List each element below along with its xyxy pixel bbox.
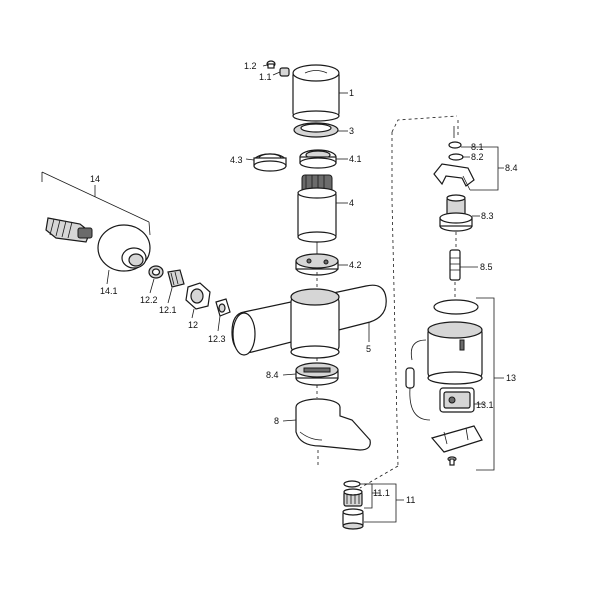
- label-8: 8: [274, 416, 279, 426]
- part-8-5-rod: [449, 249, 478, 281]
- part-8-4-clip: [433, 163, 475, 187]
- label-8-2: 8.2: [471, 152, 484, 162]
- label-4-2: 4.2: [349, 260, 362, 270]
- part-4-cartridge: [297, 174, 337, 256]
- callout-labels: 1.2 1.1 1 3 4.3 4.1 4 4.2 5 8.4 8 14 14.…: [90, 61, 518, 505]
- part-13-bracket: [430, 425, 483, 453]
- part-8-3-cartridge: [439, 194, 480, 232]
- part-13-1-sensor: [439, 387, 484, 413]
- label-8-5: 8.5: [480, 262, 493, 272]
- label-4: 4: [349, 198, 354, 208]
- part-14-fitting: [45, 217, 93, 243]
- label-8-1: 8.1: [471, 142, 484, 152]
- label-4-3: 4.3: [230, 155, 243, 165]
- label-13: 13: [506, 373, 516, 383]
- part-11-1-ring: [343, 480, 361, 488]
- right-assembly: [359, 115, 504, 489]
- label-8-4-lower: 8.4: [266, 370, 279, 380]
- label-14-1: 14.1: [100, 286, 118, 296]
- label-12-3: 12.3: [208, 334, 226, 344]
- part-13-screw: [447, 456, 457, 466]
- bottom-assembly: [342, 480, 404, 530]
- part-8-4-ring-lower: [295, 362, 339, 386]
- part-5-body: [231, 284, 387, 359]
- label-5: 5: [366, 344, 371, 354]
- part-4-1-ring: [299, 149, 337, 169]
- part-8-1-pin: [448, 126, 462, 149]
- part-12-3-insert: [215, 298, 231, 317]
- part-12-2-washer: [148, 265, 164, 279]
- label-12: 12: [188, 320, 198, 330]
- part-12-1-nipple: [167, 269, 185, 288]
- label-12-1: 12.1: [159, 305, 177, 315]
- part-8-spout: [295, 398, 371, 468]
- part-8-2-washer: [448, 153, 464, 161]
- part-1-cap: [292, 64, 340, 122]
- label-14: 14: [90, 174, 100, 184]
- label-3: 3: [349, 126, 354, 136]
- part-11-housing: [342, 508, 364, 530]
- label-1: 1: [349, 88, 354, 98]
- label-4-1: 4.1: [349, 154, 362, 164]
- part-3-ring: [293, 122, 339, 138]
- label-8-4-upper: 8.4: [505, 163, 518, 173]
- part-13-housing: [405, 299, 483, 421]
- central-assembly: [231, 60, 387, 468]
- part-1-1-insert: [279, 67, 290, 77]
- part-1-2-screw: [266, 60, 276, 69]
- label-13-1: 13.1: [476, 400, 494, 410]
- label-1-1: 1.1: [259, 72, 272, 82]
- left-assembly: [41, 171, 231, 332]
- part-4-2-disc: [295, 253, 339, 276]
- part-4-3-ring: [253, 153, 287, 172]
- part-12-nut: [185, 282, 211, 310]
- label-12-2: 12.2: [140, 295, 158, 305]
- part-11-aerator: [343, 488, 363, 507]
- part-14-1-dome: [97, 224, 151, 272]
- label-1-2: 1.2: [244, 61, 257, 71]
- label-11: 11: [406, 495, 415, 505]
- label-11-1: 11.1: [373, 488, 390, 498]
- label-8-3: 8.3: [481, 211, 494, 221]
